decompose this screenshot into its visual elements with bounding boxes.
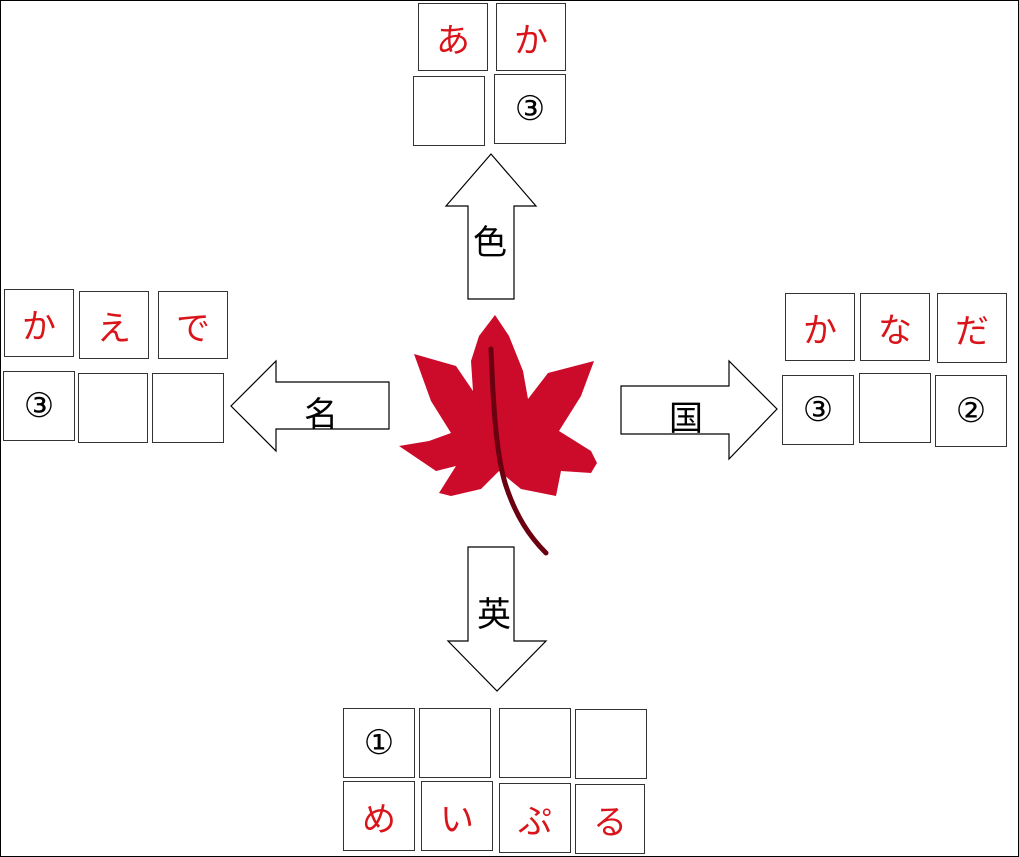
left-arrow-label: 名 (304, 395, 338, 435)
clue-cell (78, 373, 148, 443)
clue-cell (152, 373, 224, 443)
answer-cell: え (79, 291, 149, 359)
answer-cell: る (575, 784, 645, 854)
clue-cell (575, 709, 647, 779)
answer-cell: な (860, 293, 930, 361)
answer-cell: か (496, 3, 566, 71)
clue-cell: ② (935, 375, 1007, 447)
up-arrow-label: 色 (473, 223, 507, 263)
maple-leaf-image (399, 315, 597, 556)
clue-cell: ① (343, 708, 415, 778)
leaf-blade (399, 315, 597, 496)
answer-cell: で (158, 291, 228, 359)
answer-cell: か (785, 293, 855, 361)
clue-cell: ③ (782, 375, 854, 445)
left-arrow (230, 359, 390, 453)
leaf-stem (488, 346, 549, 556)
right-arrow-label: 国 (669, 399, 703, 439)
clue-cell: ③ (3, 371, 75, 441)
down-arrow (446, 546, 548, 692)
clue-cell (499, 708, 571, 778)
answer-cell: だ (937, 293, 1007, 363)
clue-cell (859, 373, 931, 443)
answer-cell: め (343, 781, 415, 851)
clue-cell: ③ (494, 74, 566, 144)
down-arrow-label: 英 (477, 595, 511, 635)
right-arrow (620, 359, 778, 461)
up-arrow (444, 153, 538, 300)
clue-cell (413, 76, 485, 146)
answer-cell: あ (418, 3, 488, 71)
answer-cell: か (4, 289, 74, 357)
answer-cell: ぷ (499, 783, 571, 853)
clue-cell (419, 708, 491, 778)
answer-cell: い (421, 781, 493, 851)
